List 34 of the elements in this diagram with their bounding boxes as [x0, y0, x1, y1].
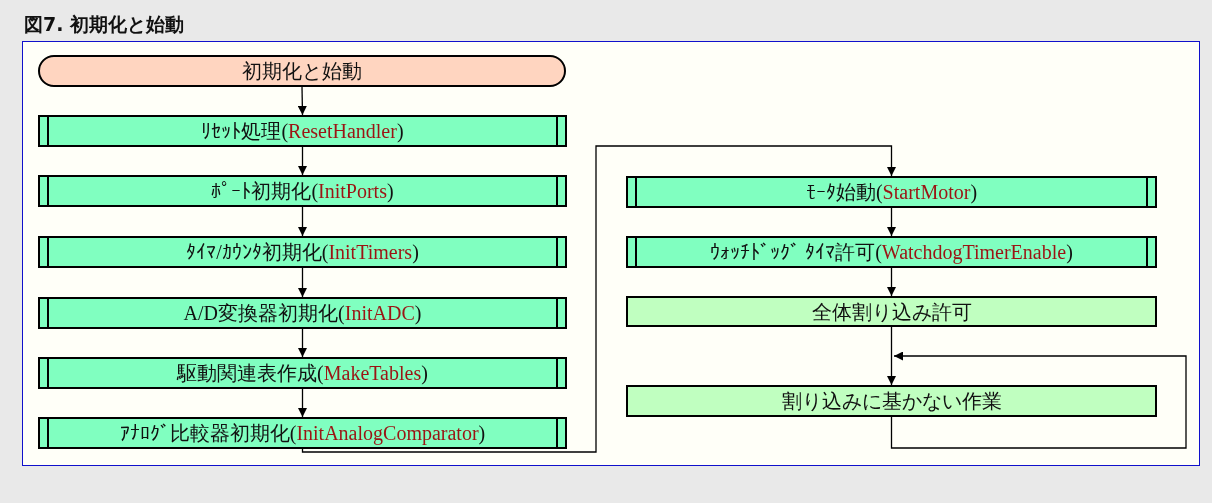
- terminal-box: [38, 55, 566, 87]
- step-label: ﾓｰﾀ始動(StartMotor): [805, 182, 978, 202]
- subroutine-box: [38, 115, 567, 147]
- arrow: [890, 351, 1187, 449]
- arrow: [887, 207, 896, 237]
- arrow: [887, 267, 896, 297]
- arrow: [298, 267, 307, 298]
- process-box: [626, 296, 1157, 327]
- subroutine-box: [38, 357, 567, 389]
- step-label: A/D変換器初期化(InitADC): [183, 303, 422, 323]
- figure-title: 図7. 初期化と始動: [24, 12, 185, 37]
- step-label: ｱﾅﾛｸﾞ比較器初期化(InitAnalogComparator): [119, 423, 486, 443]
- subroutine-box: [38, 236, 567, 268]
- subroutine-box: [38, 417, 567, 449]
- arrow: [298, 146, 307, 176]
- step-label: 全体割り込み許可: [811, 301, 972, 322]
- subroutine-box: [626, 176, 1157, 208]
- step-label: ﾀｲﾏ/ｶｳﾝﾀ初期化(InitTimers): [186, 242, 419, 262]
- step-label: ﾘｾｯﾄ処理(ResetHandler): [201, 121, 404, 141]
- process-box: [626, 385, 1157, 417]
- arrow: [297, 86, 307, 116]
- subroutine-box: [38, 297, 567, 329]
- arrow: [298, 388, 307, 418]
- subroutine-box: [38, 175, 567, 207]
- step-label: ｳｫｯﾁﾄﾞｯｸﾞ ﾀｲﾏ許可(WatchdogTimerEnable): [710, 242, 1073, 262]
- arrow: [301, 145, 896, 453]
- arrow: [298, 328, 307, 358]
- step-label: 駆動関連表作成(MakeTables): [177, 363, 428, 383]
- step-label: ﾎﾟｰﾄ初期化(InitPorts): [211, 181, 394, 201]
- step-label: 初期化と始動: [242, 61, 362, 81]
- subroutine-box: [626, 236, 1157, 268]
- arrow: [298, 206, 307, 237]
- arrow: [887, 326, 896, 386]
- step-label: 割り込みに基かない作業: [781, 391, 1002, 411]
